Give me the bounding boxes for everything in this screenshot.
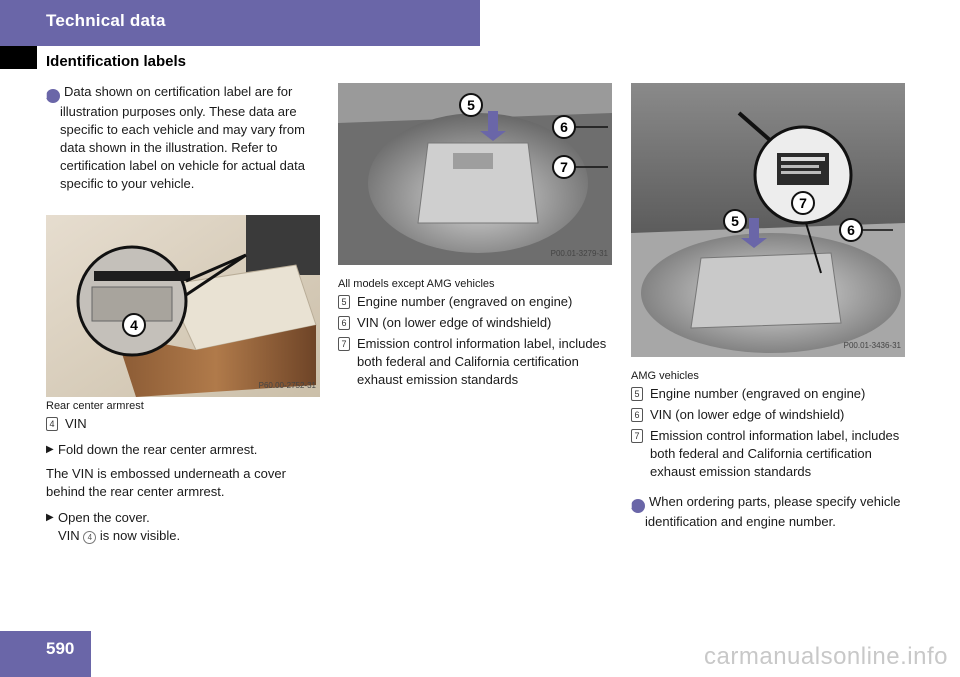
legend-item: 7 Emission control information label, in… <box>631 427 909 481</box>
legend-item: 5 Engine number (engraved on engine) <box>631 385 909 403</box>
figure-caption: AMG vehicles <box>631 370 699 382</box>
triangle-right-icon: ▶ <box>46 512 54 523</box>
callout-number: 6 <box>338 316 350 330</box>
page-number-box: 590 <box>0 631 91 677</box>
legend-item: 7 Emission control information label, in… <box>338 335 616 389</box>
photo-code: P00.01-3436-31 <box>843 341 901 350</box>
right-column: 7 5 6 P00.01-3436-31 AMG vehicles 5 Engi… <box>629 83 909 531</box>
svg-text:4: 4 <box>130 317 138 333</box>
callout-number: 4 <box>83 531 97 544</box>
armrest-photo: 4 P60.00-2752-31 <box>46 215 320 397</box>
photo-code: P00.01-3279-31 <box>550 249 608 258</box>
svg-text:7: 7 <box>560 159 568 175</box>
figure-caption: Rear center armrest <box>46 400 144 412</box>
section-marker <box>0 46 37 69</box>
header-bar: Technical data <box>0 0 480 46</box>
legend-item: 6 VIN (on lower edge of windshield) <box>631 406 909 424</box>
callout-number: 7 <box>338 337 350 351</box>
photo-code: P60.00-2752-31 <box>258 381 316 390</box>
info-icon: i <box>45 89 60 103</box>
body-text: The VIN is embossed underneath a cover b… <box>46 466 286 499</box>
section-title: Identification labels <box>46 53 187 70</box>
callout-number: 4 <box>46 417 58 431</box>
callout-number: 5 <box>631 387 643 401</box>
engine-photo: 5 6 7 P00.01-3279-31 <box>338 83 612 265</box>
svg-text:6: 6 <box>560 119 568 135</box>
callout-number: 6 <box>631 408 643 422</box>
middle-column: 5 6 7 P00.01-3279-31 All models except A… <box>338 83 616 392</box>
callout-number: 5 <box>338 295 350 309</box>
svg-text:5: 5 <box>731 213 739 229</box>
info-icon: i <box>630 499 645 513</box>
svg-text:7: 7 <box>799 195 807 211</box>
watermark: carmanualsonline.info <box>704 643 948 670</box>
amg-engine-photo: 7 5 6 P00.01-3436-31 <box>631 83 905 357</box>
legend-item: 5 Engine number (engraved on engine) <box>338 293 616 311</box>
figure-caption: All models except AMG vehicles <box>338 278 495 290</box>
triangle-right-icon: ▶ <box>46 444 54 455</box>
instruction-step: ▶ Fold down the rear center armrest. <box>46 442 258 457</box>
svg-text:5: 5 <box>467 97 475 113</box>
legend-item: 6 VIN (on lower edge of windshield) <box>338 314 616 332</box>
svg-text:6: 6 <box>847 222 855 238</box>
instruction-step: ▶ Open the cover. VIN 4 is now visible. <box>46 510 181 544</box>
page-number: 590 <box>46 639 75 658</box>
chapter-title: Technical data <box>46 11 166 30</box>
callout-number: 7 <box>631 429 643 443</box>
legend-item: 4 VIN <box>46 415 324 433</box>
